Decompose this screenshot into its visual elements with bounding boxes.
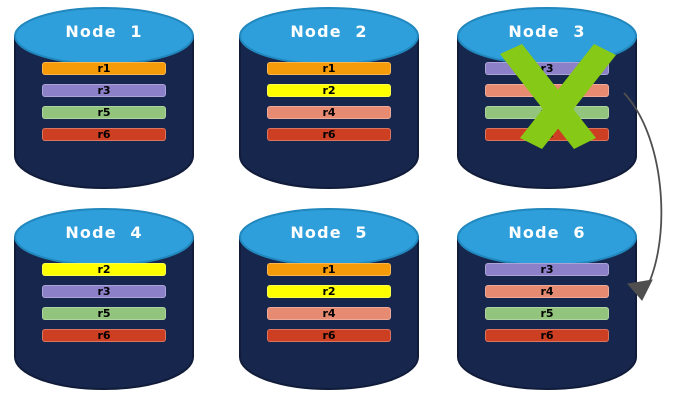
cylinder-top-ellipse (239, 208, 419, 266)
record-label-r5: r5 (97, 106, 111, 119)
record-label-r4: r4 (322, 307, 336, 320)
cylinder-top-ellipse (14, 7, 194, 65)
record-bar-r3: r3 (485, 263, 609, 276)
record-bar-r2: r2 (42, 263, 166, 276)
record-list: r3 r4 r5 r6 (485, 62, 609, 150)
record-label-r3: r3 (97, 285, 111, 298)
record-label-r2: r2 (322, 84, 336, 97)
record-bar-r5: r5 (485, 307, 609, 320)
record-label-r3: r3 (540, 62, 554, 75)
record-bar-r4: r4 (485, 84, 609, 97)
record-list: r1 r2 r4 r6 (267, 263, 391, 351)
record-label-r1: r1 (322, 62, 336, 75)
record-label-r1: r1 (97, 62, 111, 75)
record-list: r3 r4 r5 r6 (485, 263, 609, 351)
record-bar-r6: r6 (267, 329, 391, 342)
cylinder-top-ellipse (14, 208, 194, 266)
record-label-r3: r3 (540, 263, 554, 276)
cylinder-top-ellipse (239, 7, 419, 65)
record-bar-r6: r6 (485, 128, 609, 141)
record-label-r4: r4 (540, 285, 554, 298)
cylinder-top-ellipse (457, 7, 637, 65)
record-bar-r3: r3 (42, 285, 166, 298)
record-list: r1 r2 r4 r6 (267, 62, 391, 150)
record-bar-r6: r6 (42, 329, 166, 342)
record-list: r1 r3 r5 r6 (42, 62, 166, 150)
record-bar-r4: r4 (267, 106, 391, 119)
record-bar-r1: r1 (267, 62, 391, 75)
record-label-r5: r5 (540, 307, 554, 320)
record-label-r2: r2 (322, 285, 336, 298)
record-bar-r6: r6 (42, 128, 166, 141)
record-bar-r3: r3 (485, 62, 609, 75)
record-bar-r6: r6 (267, 128, 391, 141)
record-bar-r2: r2 (267, 84, 391, 97)
record-label-r3: r3 (97, 84, 111, 97)
record-label-r4: r4 (322, 106, 336, 119)
record-label-r1: r1 (322, 263, 336, 276)
record-bar-r3: r3 (42, 84, 166, 97)
record-bar-r5: r5 (42, 307, 166, 320)
record-bar-r1: r1 (267, 263, 391, 276)
record-list: r2 r3 r5 r6 (42, 263, 166, 351)
record-bar-r5: r5 (485, 106, 609, 119)
record-label-r2: r2 (97, 263, 111, 276)
record-label-r6: r6 (97, 128, 111, 141)
record-label-r5: r5 (540, 106, 554, 119)
record-label-r6: r6 (322, 128, 336, 141)
record-label-r6: r6 (97, 329, 111, 342)
record-label-r6: r6 (322, 329, 336, 342)
record-label-r5: r5 (97, 307, 111, 320)
record-bar-r4: r4 (485, 285, 609, 298)
cylinder-top-ellipse (457, 208, 637, 266)
record-bar-r5: r5 (42, 106, 166, 119)
record-bar-r4: r4 (267, 307, 391, 320)
record-bar-r1: r1 (42, 62, 166, 75)
record-label-r6: r6 (540, 329, 554, 342)
record-bar-r2: r2 (267, 285, 391, 298)
record-label-r6: r6 (540, 128, 554, 141)
record-label-r4: r4 (540, 84, 554, 97)
record-bar-r6: r6 (485, 329, 609, 342)
